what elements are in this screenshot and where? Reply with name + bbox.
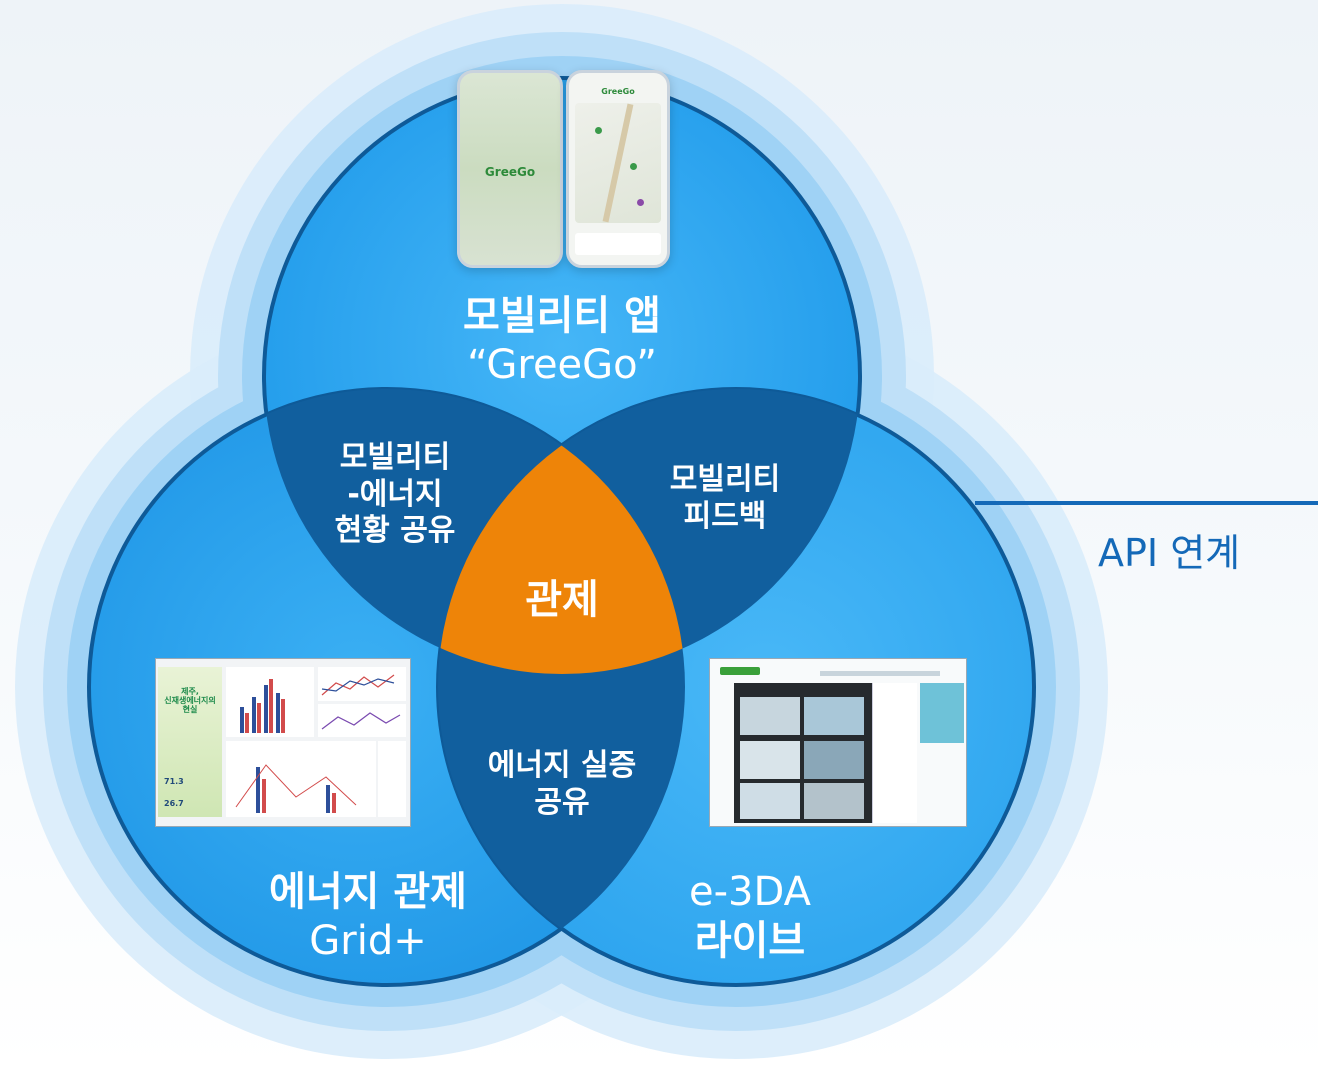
- video-tile: [740, 741, 800, 779]
- overlap-top-left-line: -에너지: [347, 476, 443, 512]
- e3da-logo: [720, 667, 760, 675]
- video-tile: [740, 783, 800, 819]
- video-tile: [804, 783, 864, 819]
- circle-left-label: 에너지 관제 Grid+: [238, 868, 498, 966]
- overlap-top-left-line: 현황 공유: [334, 513, 456, 549]
- circle-right-label: e-3DA 라이브: [640, 868, 860, 966]
- overlap-top-left-line: 모빌리티: [339, 440, 451, 475]
- map-marker-icon: [595, 127, 602, 134]
- circle-top-label: 모빌리티 앱 “GreeGo”: [432, 292, 692, 390]
- poster-stat: 26.7: [164, 799, 184, 808]
- video-tile: [804, 741, 864, 779]
- video-tile: [740, 697, 800, 735]
- video-call-window: [734, 683, 872, 823]
- circle-top-subtitle: “GreeGo”: [467, 341, 657, 388]
- circle-right-subtitle: 라이브: [694, 917, 806, 964]
- poster-title: 제주, 신재생에너지의 현실: [158, 687, 222, 715]
- greego-logo: GreeGo: [484, 165, 536, 179]
- circle-right-title: e-3DA: [689, 869, 811, 915]
- center-overlap: [438, 389, 685, 674]
- overlap-top-right-line: 피드백: [683, 498, 767, 534]
- center-label: 관제: [525, 577, 599, 623]
- dashboard-poster: 제주, 신재생에너지의 현실 71.3 26.7: [158, 667, 222, 817]
- grid-plus-dashboard-screenshot: 제주, 신재생에너지의 현실 71.3 26.7: [155, 658, 411, 827]
- dashboard-charts: [226, 667, 406, 817]
- map-road: [602, 103, 634, 223]
- circle-left-title: 에너지 관제: [269, 869, 467, 915]
- overlap-left-right-label: 에너지 실증 공유: [452, 748, 672, 821]
- greego-map-phone: GreeGo: [566, 70, 670, 268]
- api-connector-label: API 연계: [1098, 531, 1241, 575]
- overlap-top-right-line: 모빌리티: [669, 462, 781, 497]
- circle-left-subtitle: Grid+: [309, 917, 427, 964]
- map-thumbnail: [920, 683, 964, 743]
- map-marker-icon: [630, 163, 637, 170]
- map-marker-icon: [637, 199, 644, 206]
- e3da-nav: [820, 671, 940, 676]
- overlap-top-right-label: 모빌리티 피드백: [630, 462, 820, 535]
- poster-title-line: 현실: [182, 705, 198, 715]
- video-tile: [804, 697, 864, 735]
- overlap-top-left-label: 모빌리티 -에너지 현황 공유: [300, 440, 490, 550]
- poster-title-line: 제주,: [181, 687, 199, 696]
- greego-map-header: GreeGo: [601, 87, 635, 96]
- map-area: [575, 103, 661, 223]
- greego-splash-phone: GreeGo: [457, 70, 563, 268]
- map-bottom-bar: [575, 233, 661, 255]
- circle-top-title: 모빌리티 앱: [463, 293, 661, 339]
- e3da-live-screenshot: [709, 658, 967, 827]
- poster-title-line: 신재생에너지의: [164, 696, 216, 706]
- overlap-left-right-line: 공유: [534, 784, 590, 820]
- overlap-left-right-line: 에너지 실증: [487, 748, 637, 783]
- poster-stat: 71.3: [164, 777, 184, 786]
- participant-panel: [872, 683, 917, 823]
